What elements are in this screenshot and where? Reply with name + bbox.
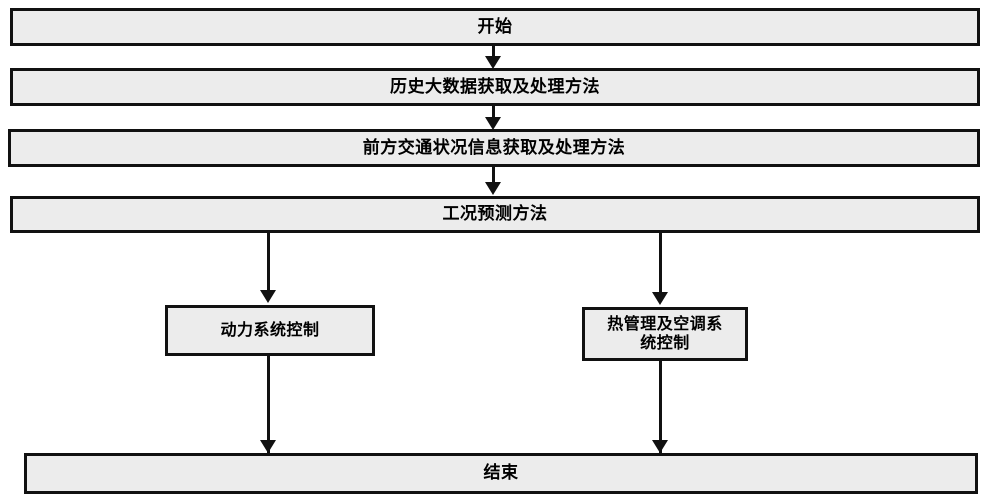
edge-prediction-to-powertrain <box>267 233 270 293</box>
edge-start-to-history <box>492 46 495 61</box>
node-start-label: 开始 <box>477 16 513 37</box>
edge-prediction-to-thermal <box>659 233 662 295</box>
edge-traffic-to-prediction <box>492 167 495 185</box>
arrowhead-prediction-to-powertrain <box>260 290 276 303</box>
node-history-big-data[interactable]: 历史大数据获取及处理方法 <box>10 68 980 106</box>
edge-thermal-to-end <box>659 361 662 453</box>
arrowhead-prediction-to-thermal <box>652 292 668 305</box>
arrowhead-powertrain-to-end <box>260 440 276 453</box>
arrowhead-history-to-traffic <box>485 117 501 130</box>
node-thermal-hvac-control-label: 热管理及空调系 统控制 <box>607 314 723 352</box>
node-condition-prediction[interactable]: 工况预测方法 <box>10 196 980 233</box>
node-powertrain-control-label: 动力系统控制 <box>220 320 320 340</box>
arrowhead-traffic-to-prediction <box>485 182 501 195</box>
node-history-big-data-label: 历史大数据获取及处理方法 <box>390 76 600 97</box>
node-condition-prediction-label: 工况预测方法 <box>442 204 548 225</box>
arrowhead-start-to-history <box>485 56 501 69</box>
node-powertrain-control[interactable]: 动力系统控制 <box>165 305 375 356</box>
node-front-traffic-info-label: 前方交通状况信息获取及处理方法 <box>362 137 626 158</box>
edge-history-to-traffic <box>492 106 495 122</box>
node-front-traffic-info[interactable]: 前方交通状况信息获取及处理方法 <box>8 129 980 167</box>
edge-powertrain-to-end <box>267 356 270 453</box>
arrowhead-thermal-to-end <box>652 440 668 453</box>
node-end[interactable]: 结束 <box>24 453 978 494</box>
node-thermal-hvac-control[interactable]: 热管理及空调系 统控制 <box>582 307 748 361</box>
node-end-label: 结束 <box>483 463 519 484</box>
node-start[interactable]: 开始 <box>10 8 980 46</box>
